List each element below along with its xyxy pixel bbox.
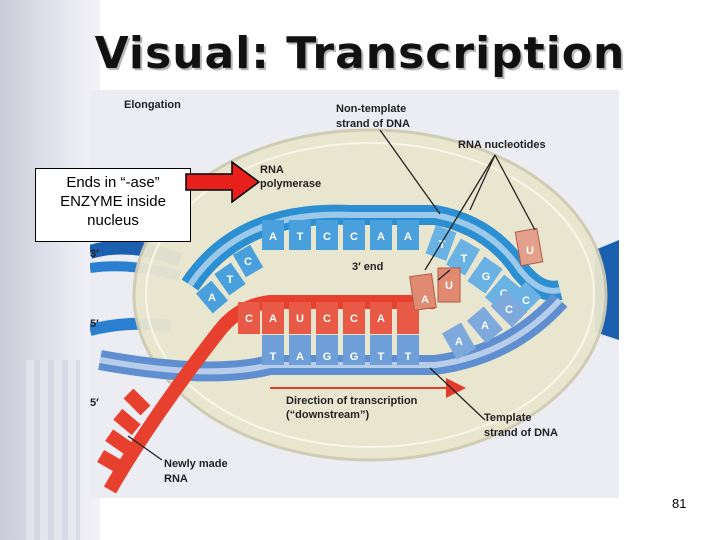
free-nucleotide-1: A [421,294,429,306]
bottom-base-2: A [296,351,304,363]
bottom-base-9: C [505,304,513,316]
left-strand-bases [195,244,264,314]
polymerase-label-line1: RNA [260,164,284,176]
top-strand-bases [262,220,542,319]
enzyme-callout-box: Ends in “-ase” ENZYME inside nucleus [35,168,191,242]
bottom-base-6: T [405,351,412,363]
callout-line-2: ENZYME inside [60,193,166,210]
prime-mark-bottom: 5′ [90,397,99,409]
direction-label-line2: (“downstream”) [286,409,369,421]
polymerase-label-line2: polymerase [260,178,321,190]
three-prime-end-label: 3′ end [352,261,383,273]
top-base-3: C [323,231,331,243]
left-base-1: C [244,256,252,268]
rna-polymerase-highlight [145,142,595,448]
free-nucleotides [409,227,544,311]
bottom-base-5: T [378,351,385,363]
prime-mark-middle: 5′ [90,318,99,330]
free-nucleotide-2: U [445,280,453,292]
callout-arrow [185,160,261,204]
template-label-line2: strand of DNA [484,427,558,439]
stage-label: Elongation [124,99,181,111]
bottom-strand-bases [262,290,528,365]
rna-base-2: A [269,313,277,325]
top-base-2: T [297,231,304,243]
rna-base-5: C [350,313,358,325]
bottom-base-7: A [455,336,463,348]
left-base-2: T [227,274,234,286]
top-base-1: A [269,231,277,243]
direction-label-line1: Direction of transcription [286,395,418,407]
top-base-4: C [350,231,358,243]
slide-background-stripes [20,360,80,540]
top-base-7: T [439,239,446,251]
non-template-label-line2: strand of DNA [336,118,410,130]
rna-base-6: A [377,313,385,325]
newly-made-rna-label-line1: Newly made [164,458,228,470]
newly-made-rna-label-line2: RNA [164,473,188,485]
template-label-line1: Template [484,412,531,424]
non-template-strand-inner [187,211,561,294]
slide-number: 81 [672,496,687,511]
top-base-6: A [404,231,412,243]
callout-line-1: Ends in “-ase” [66,174,160,191]
top-base-5: A [377,231,385,243]
free-nucleotide-3: U [526,245,534,257]
left-base-3: A [208,292,216,304]
callout-line-3: nucleus [87,212,139,229]
rna-base-1: C [245,313,253,325]
bottom-base-8: A [481,320,489,332]
slide-title: Visual: Transcription [94,28,626,79]
top-base-9: G [482,271,491,283]
bottom-base-1: T [270,351,277,363]
rna-base-4: C [323,313,331,325]
rna-nucleotides-label: RNA nucleotides [458,139,546,151]
top-base-8: T [461,253,468,265]
prime-mark-top: 3′ [90,248,99,260]
bottom-base-4: G [350,351,359,363]
bottom-base-3: G [323,351,332,363]
pointer-lines [127,129,536,461]
rna-base-3: U [296,313,304,325]
non-template-label-line1: Non-template [336,103,406,115]
newly-made-rna-bases [97,388,151,475]
transcription-figure: A T C C A A T T G G C C T A T A G G T T … [90,90,619,498]
rna-bases [238,302,419,334]
top-base-11: C [522,295,530,307]
transcription-diagram: A T C C A A T T G G C C T A T A G G T T … [90,90,619,498]
